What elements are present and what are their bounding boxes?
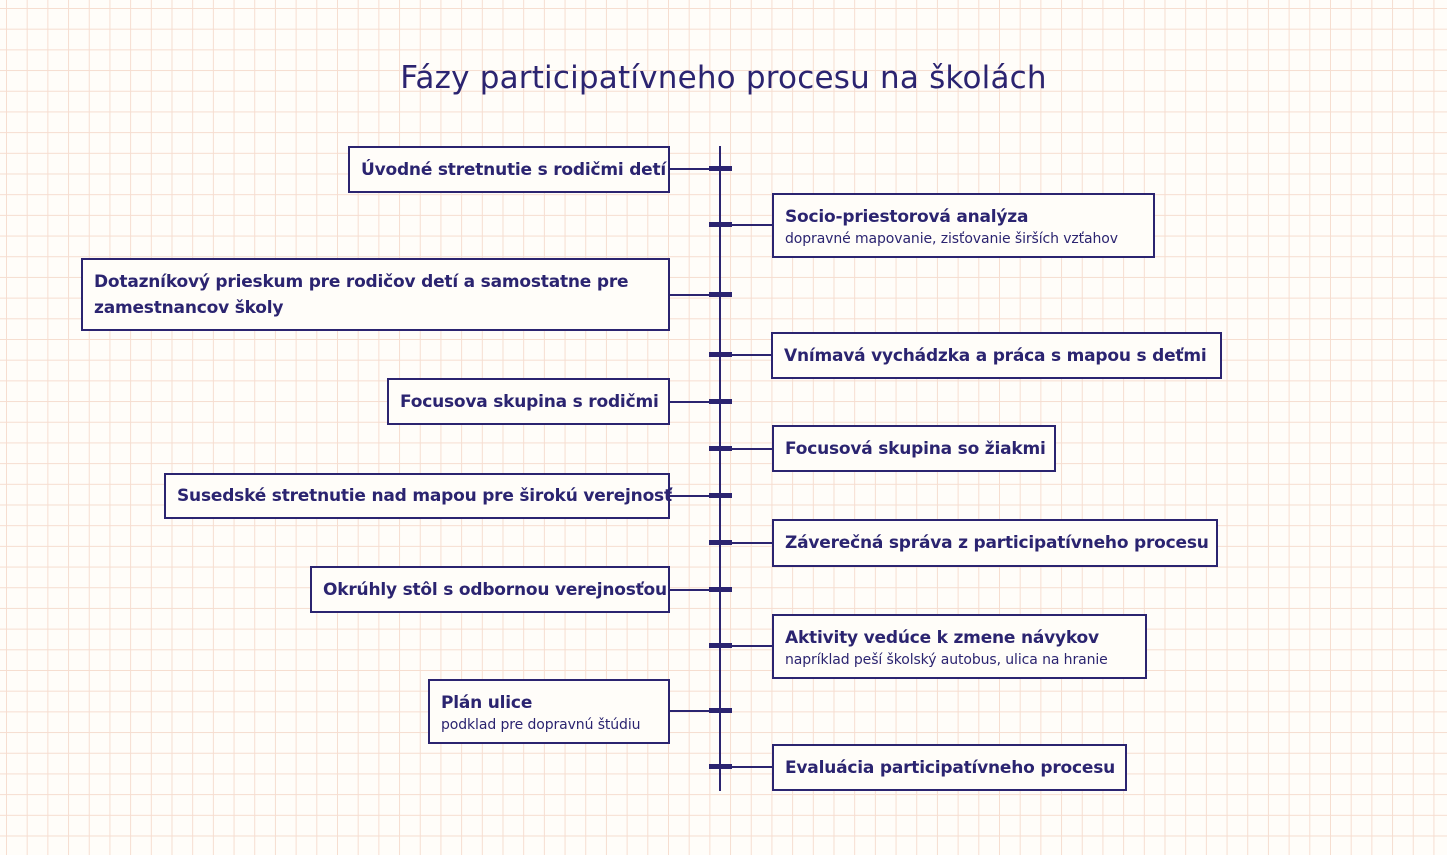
phase-label: Susedské stretnutie nad mapou pre širokú…: [177, 486, 672, 506]
phase-connector: [669, 710, 720, 712]
phase-box-5: Focusova skupina s rodičmi: [387, 378, 670, 425]
phase-box-11: Plán ulice podklad pre dopravnú štúdiu: [428, 679, 670, 744]
phase-connector: [720, 448, 772, 450]
phase-connector: [720, 354, 771, 356]
diagram-title: Fázy participatívneho procesu na školách: [400, 60, 1047, 96]
timeline-tick: [709, 493, 732, 498]
phase-label: Focusová skupina so žiakmi: [785, 438, 1046, 459]
phase-note: napríklad peší školský autobus, ulica na…: [785, 651, 1108, 668]
timeline-axis: [719, 146, 721, 791]
phase-connector: [720, 224, 772, 226]
phase-label: Vnímavá vychádzka a práca s mapou s deťm…: [784, 345, 1207, 366]
timeline-tick: [709, 587, 732, 592]
phase-box-8: Záverečná správa z participatívneho proc…: [772, 519, 1218, 567]
phase-note: podklad pre dopravnú štúdiu: [441, 716, 641, 733]
phase-label: Aktivity vedúce k zmene návykov: [785, 627, 1099, 648]
phase-box-1: Úvodné stretnutie s rodičmi detí: [348, 146, 670, 193]
phase-connector: [720, 645, 772, 647]
phase-connector: [669, 401, 720, 403]
phase-label: Plán ulice: [441, 692, 533, 713]
phase-box-6: Focusová skupina so žiakmi: [772, 425, 1056, 472]
phase-box-7: Susedské stretnutie nad mapou pre širokú…: [164, 473, 672, 519]
phase-label: Focusova skupina s rodičmi: [400, 391, 659, 412]
phase-label: Okrúhly stôl s odbornou verejnosťou: [323, 579, 667, 600]
phase-label: Úvodné stretnutie s rodičmi detí: [361, 159, 667, 180]
timeline-tick: [709, 166, 732, 171]
phase-label: Dotazníkový prieskum pre rodičov detí a …: [94, 271, 629, 318]
timeline-tick: [709, 292, 732, 297]
timeline-tick: [709, 708, 732, 713]
phase-connector: [669, 495, 720, 497]
phase-note: dopravné mapovanie, zisťovanie širších v…: [785, 230, 1118, 247]
phase-connector: [720, 542, 772, 544]
timeline-tick: [709, 399, 732, 404]
phase-connector: [669, 294, 720, 296]
phase-box-10: Aktivity vedúce k zmene návykov napríkla…: [772, 614, 1147, 679]
phase-connector: [720, 766, 772, 768]
phase-box-3: Dotazníkový prieskum pre rodičov detí a …: [81, 258, 670, 331]
phase-box-4: Vnímavá vychádzka a práca s mapou s deťm…: [771, 332, 1222, 379]
phase-box-9: Okrúhly stôl s odbornou verejnosťou: [310, 566, 670, 613]
phase-box-2: Socio-priestorová analýza dopravné mapov…: [772, 193, 1155, 258]
phase-box-12: Evaluácia participatívneho procesu: [772, 744, 1127, 791]
phase-label: Evaluácia participatívneho procesu: [785, 757, 1116, 778]
phase-connector: [669, 589, 720, 591]
phase-label: Socio-priestorová analýza: [785, 206, 1029, 227]
phase-connector: [669, 168, 720, 170]
phase-label: Záverečná správa z participatívneho proc…: [785, 533, 1209, 553]
